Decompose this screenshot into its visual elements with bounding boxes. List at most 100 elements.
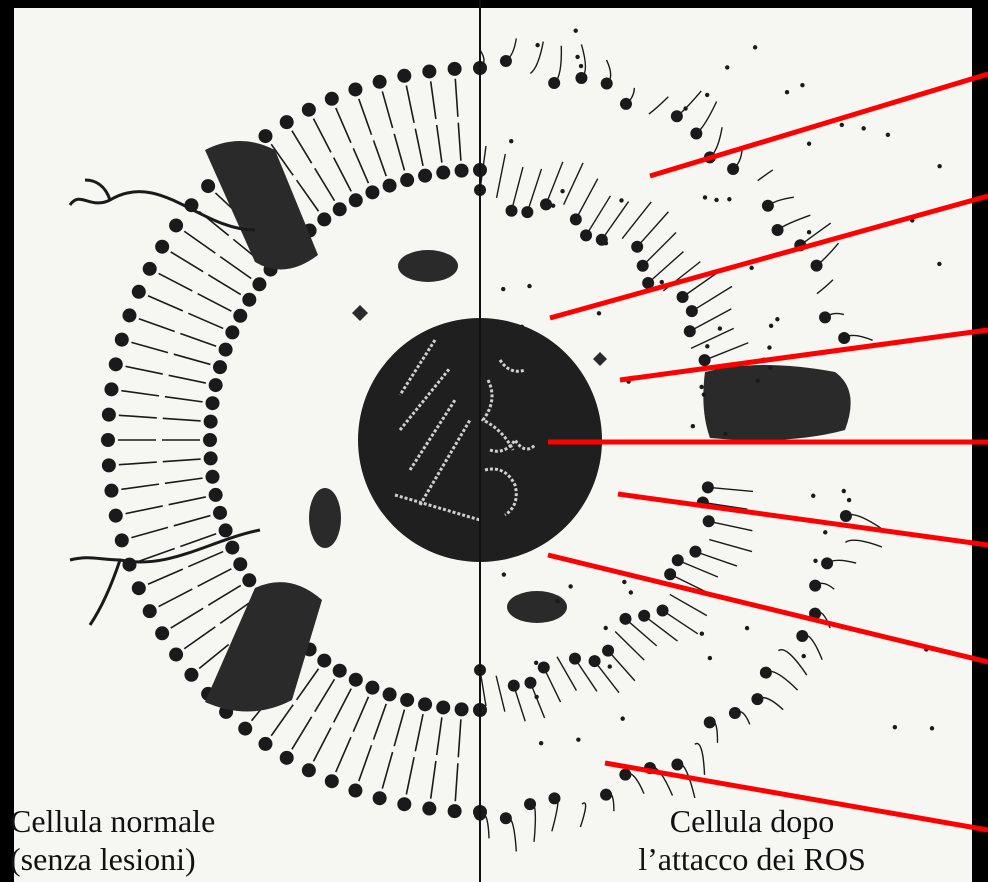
lipid-head — [104, 484, 118, 498]
lipid-head — [455, 702, 469, 716]
debris-dot — [749, 266, 753, 270]
caption-damaged-line2: l’attacco dei ROS — [594, 840, 910, 878]
debris-dot — [842, 489, 846, 493]
debris-dot — [840, 123, 844, 127]
debris-dot — [535, 43, 539, 47]
debris-dot — [575, 55, 579, 59]
lipid-head — [397, 69, 411, 83]
membrane-protein-right — [703, 365, 850, 440]
debris-dot — [802, 654, 806, 658]
lipid-head — [418, 169, 432, 183]
lipid-head — [115, 333, 129, 347]
debris-dot — [785, 90, 789, 94]
lipid-head — [280, 115, 294, 129]
lipid-head — [219, 343, 233, 357]
caption-normal-cell: Cellula normale (senza lesioni) — [10, 802, 215, 878]
debris-dot — [807, 230, 811, 234]
debris-dot — [699, 385, 703, 389]
debris-dot — [574, 28, 578, 32]
lipid-head — [219, 523, 233, 537]
lipid-head — [302, 103, 316, 117]
debris-dot — [745, 626, 749, 630]
debris-dot — [807, 142, 811, 146]
debris-dot — [705, 344, 709, 348]
debris-dot — [727, 197, 731, 201]
lipid-head — [436, 700, 450, 714]
debris-dot — [619, 198, 623, 202]
lipid-head — [238, 722, 252, 736]
debris-dot — [767, 345, 771, 349]
debris-dot — [718, 326, 722, 330]
lipid-head — [233, 309, 247, 323]
caption-normal-line2: (senza lesioni) — [10, 840, 215, 878]
lipid-head — [242, 573, 256, 587]
debris-dot — [660, 280, 664, 284]
lipid-head — [325, 92, 339, 106]
caption-damaged-cell: Cellula dopo l’attacco dei ROS — [594, 802, 910, 878]
lipid-head — [213, 360, 227, 374]
lipid-head — [206, 396, 220, 410]
organelle — [398, 250, 458, 282]
debris-dot — [502, 572, 506, 576]
lipid-head — [400, 693, 414, 707]
lipid-head — [506, 205, 518, 217]
lipid-head — [333, 664, 347, 678]
debris-dot — [539, 741, 543, 745]
lipid-head — [169, 648, 183, 662]
lipid-head — [317, 212, 331, 226]
lipid-head — [109, 357, 123, 371]
debris-dot — [811, 494, 815, 498]
debris-dot — [527, 284, 531, 288]
caption-normal-line1: Cellula normale — [10, 802, 215, 840]
lipid-head — [349, 193, 363, 207]
lipid-head — [418, 697, 432, 711]
lipid-head — [349, 673, 363, 687]
lipid-head — [204, 415, 218, 429]
debris-dot — [725, 65, 729, 69]
lipid-head — [436, 166, 450, 180]
organelle — [309, 488, 341, 548]
lipid-head — [104, 382, 118, 396]
lipid-head — [203, 433, 217, 447]
lipid-head — [115, 533, 129, 547]
debris-dot — [813, 559, 817, 563]
debris-dot — [604, 626, 608, 630]
debris-dot — [714, 198, 718, 202]
debris-dot — [705, 93, 709, 97]
lipid-head — [101, 433, 115, 447]
lipid-head — [155, 626, 169, 640]
debris-dot — [597, 311, 601, 315]
debris-dot — [723, 432, 727, 436]
lipid-head — [365, 681, 379, 695]
lipid-head — [448, 804, 462, 818]
lipid-head — [155, 240, 169, 254]
debris-dot — [823, 530, 827, 534]
debris-dot — [893, 725, 897, 729]
debris-dot — [551, 203, 555, 207]
debris-dot — [769, 324, 773, 328]
lipid-head — [258, 737, 272, 751]
debris-dot — [568, 584, 572, 588]
lipid-head — [280, 751, 294, 765]
organelle — [507, 591, 567, 623]
debris-dot — [608, 664, 612, 668]
lipid-head — [169, 218, 183, 232]
debris-dot — [509, 139, 513, 143]
debris-dot — [768, 366, 772, 370]
lipid-head — [258, 129, 272, 143]
lipid-head — [204, 451, 218, 465]
lipid-head — [242, 293, 256, 307]
lipid-head — [397, 797, 411, 811]
debris-dot — [560, 189, 564, 193]
lipid-head — [206, 470, 220, 484]
debris-dot — [847, 498, 851, 502]
debris-dot — [579, 64, 583, 68]
lipid-head — [383, 179, 397, 193]
lipid-head — [102, 458, 116, 472]
lipid-head — [225, 541, 239, 555]
lipid-head — [348, 784, 362, 798]
debris-dot — [708, 656, 712, 660]
debris-dot — [534, 661, 538, 665]
lipid-head — [209, 488, 223, 502]
debris-dot — [702, 392, 706, 396]
